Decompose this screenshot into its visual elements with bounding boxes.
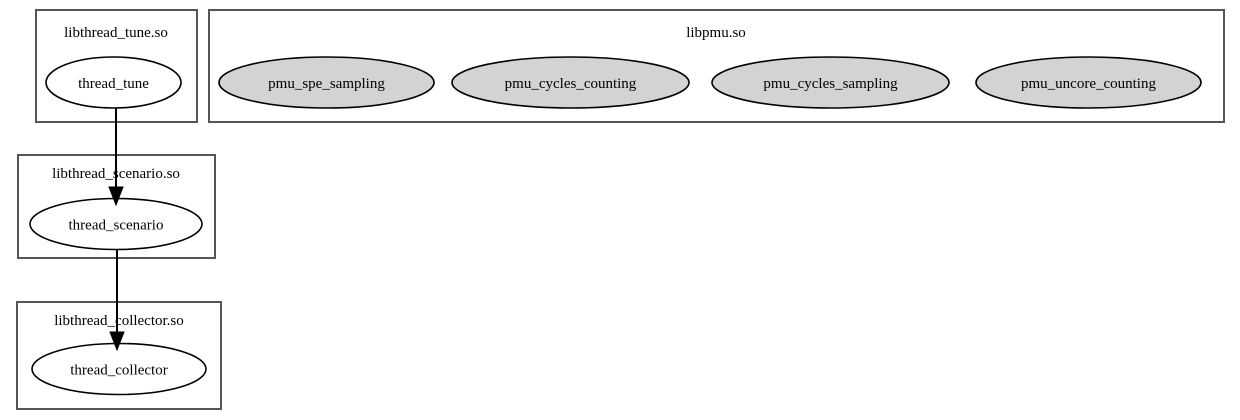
- node-label-pmu-uncore-counting: pmu_uncore_counting: [1021, 76, 1156, 92]
- edge-tune-to-scenario: [108, 108, 124, 207]
- cluster-libthread-collector[interactable]: libthread_collector.so thread_collector: [16, 301, 222, 410]
- cluster-libpmu[interactable]: libpmu.so pmu_spe_sampling pmu_cycles_co…: [208, 9, 1225, 123]
- node-label-thread-collector: thread_collector: [70, 363, 167, 379]
- arrowhead-scenario-to-collector: [109, 331, 125, 352]
- node-label-pmu-cycles-sampling: pmu_cycles_sampling: [763, 76, 898, 92]
- node-pmu-spe-sampling[interactable]: [218, 56, 435, 109]
- arrowhead-tune-to-scenario: [108, 186, 124, 207]
- node-label-thread-tune: thread_tune: [78, 76, 149, 92]
- node-label-pmu-spe-sampling: pmu_spe_sampling: [268, 76, 385, 92]
- cluster-label-libthread-collector: libthread_collector.so: [54, 313, 184, 329]
- node-pmu-uncore-counting[interactable]: [975, 56, 1202, 109]
- cluster-libthread-tune[interactable]: libthread_tune.so thread_tune: [35, 9, 198, 123]
- node-pmu-cycles-counting[interactable]: [451, 56, 690, 109]
- cluster-label-libpmu: libpmu.so: [686, 25, 746, 41]
- edge-scenario-to-collector: [109, 250, 125, 352]
- node-label-thread-scenario: thread_scenario: [69, 218, 164, 234]
- node-label-pmu-cycles-counting: pmu_cycles_counting: [505, 76, 637, 92]
- node-thread-tune[interactable]: [45, 56, 182, 109]
- node-pmu-cycles-sampling[interactable]: [711, 56, 950, 109]
- cluster-label-libthread-tune: libthread_tune.so: [64, 25, 168, 41]
